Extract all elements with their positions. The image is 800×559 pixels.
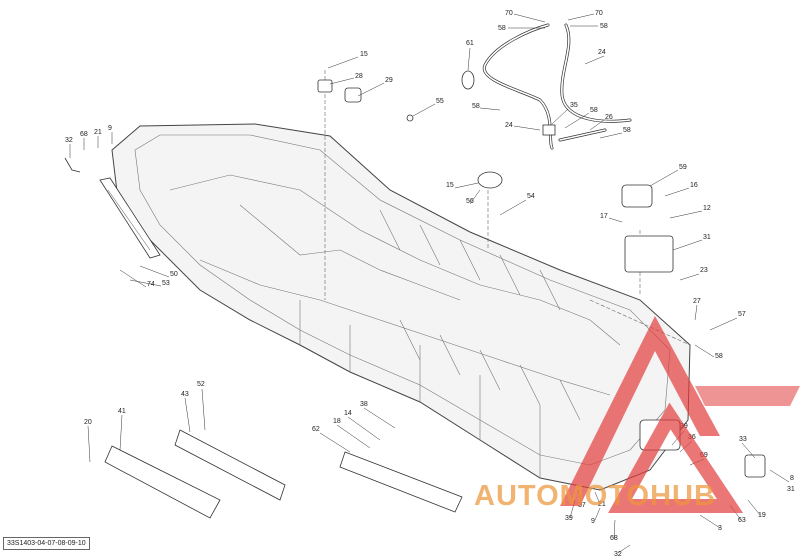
- callout-15a: 15: [360, 51, 368, 58]
- callout-15b: 15: [446, 182, 454, 189]
- callout-3: 3: [718, 525, 722, 532]
- callout-56: 56: [466, 198, 474, 205]
- callout-19: 19: [758, 512, 766, 519]
- callout-58d: 58: [590, 107, 598, 114]
- callout-31b: 31: [787, 486, 795, 493]
- footrest-pads: [104, 429, 463, 519]
- callout-24a: 24: [598, 49, 606, 56]
- callout-74: 74: [147, 281, 155, 288]
- callout-31a: 31: [703, 234, 711, 241]
- callout-61: 61: [466, 40, 474, 47]
- callout-8: 8: [790, 475, 794, 482]
- callout-36: 36: [688, 434, 696, 441]
- callout-69: 69: [700, 452, 708, 459]
- callout-26: 26: [605, 114, 613, 121]
- callout-32a: 32: [65, 137, 73, 144]
- callout-68b: 68: [610, 535, 618, 542]
- callout-58e: 58: [623, 127, 631, 134]
- diagram-code-label: 33S1403-04-07-08-09-10: [3, 537, 90, 550]
- callout-53: 53: [162, 280, 170, 287]
- callout-58a: 58: [498, 25, 506, 32]
- watermark-text: AUTOMOTOHUB: [474, 480, 716, 512]
- callout-70b: 70: [595, 10, 603, 17]
- callout-28: 28: [355, 73, 363, 80]
- callout-20: 20: [84, 419, 92, 426]
- callout-54: 54: [527, 193, 535, 200]
- callout-68a: 68: [80, 131, 88, 138]
- callout-62: 62: [312, 426, 320, 433]
- callout-58f: 58: [715, 353, 723, 360]
- callout-43: 43: [181, 391, 189, 398]
- callout-39a: 39: [680, 423, 688, 430]
- callout-23: 23: [700, 267, 708, 274]
- callout-57: 57: [738, 311, 746, 318]
- callout-70a: 70: [505, 10, 513, 17]
- callout-18: 18: [333, 418, 341, 425]
- callout-50: 50: [170, 271, 178, 278]
- bumper-rail: [99, 177, 161, 259]
- callout-33: 33: [739, 436, 747, 443]
- callout-21a: 21: [94, 129, 102, 136]
- callout-63: 63: [738, 517, 746, 524]
- callout-39b: 39: [565, 515, 573, 522]
- callout-29: 29: [385, 77, 393, 84]
- hull: [111, 123, 691, 491]
- callout-9b: 9: [591, 518, 595, 525]
- callout-12: 12: [703, 205, 711, 212]
- callout-24b: 24: [505, 122, 513, 129]
- callout-27: 27: [693, 298, 701, 305]
- callout-58b: 58: [600, 23, 608, 30]
- callout-32b: 32: [614, 551, 622, 558]
- fuel-hoses: [482, 23, 632, 150]
- callout-59: 59: [679, 164, 687, 171]
- callout-58c: 58: [472, 103, 480, 110]
- callout-17: 17: [600, 213, 608, 220]
- callouts: 70 70 58 58 61 24 15 28 29 55 58 35 58 2…: [65, 10, 795, 558]
- callout-41: 41: [118, 408, 126, 415]
- callout-35: 35: [570, 102, 578, 109]
- callout-52: 52: [197, 381, 205, 388]
- callout-14: 14: [344, 410, 352, 417]
- callout-16: 16: [690, 182, 698, 189]
- callout-9a: 9: [108, 125, 112, 132]
- callout-55: 55: [436, 98, 444, 105]
- callout-38: 38: [360, 401, 368, 408]
